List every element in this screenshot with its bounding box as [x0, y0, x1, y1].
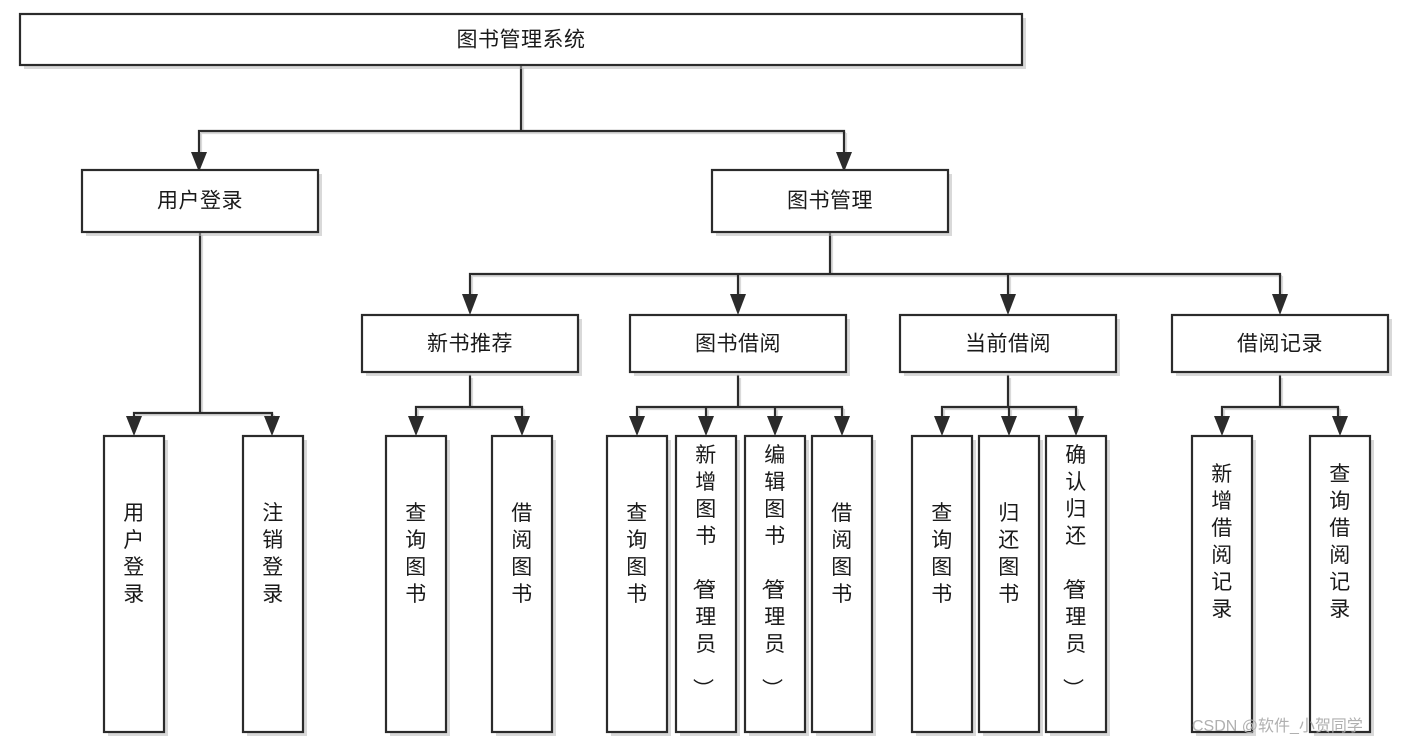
node-book-borrow[interactable]: 图书借阅 [628, 313, 850, 376]
node-leaf-query-book-1-label: 查询图书 [405, 502, 427, 606]
node-borrow-record-label: 借阅记录 [1237, 333, 1323, 356]
node-leaf-query-book-2-label: 查询图书 [626, 502, 648, 606]
node-current-borrow-label: 当前借阅 [965, 333, 1051, 356]
node-leaf-add-book[interactable]: 新增图书（管理员） [674, 434, 740, 736]
node-leaf-borrow-book-2-label: 借阅图书 [831, 502, 853, 606]
node-new-book-recommend-label: 新书推荐 [427, 333, 513, 356]
node-leaf-confirm-return-label: 确认归还（管理员） [1060, 444, 1087, 700]
connector-bookborrow-to-leaves [629, 374, 850, 436]
node-leaf-return-book-label: 归还图书 [998, 502, 1020, 606]
node-leaf-query-book-3[interactable]: 查询图书 [910, 434, 976, 736]
node-borrow-record[interactable]: 借阅记录 [1170, 313, 1392, 376]
node-root-label: 图书管理系统 [457, 29, 586, 52]
node-leaf-borrow-book-1[interactable]: 借阅图书 [490, 434, 556, 736]
node-leaf-return-book[interactable]: 归还图书 [977, 434, 1043, 736]
node-leaf-user-logout-label: 注销登录 [262, 502, 284, 606]
node-leaf-user-login-label: 用户登录 [123, 502, 145, 606]
node-leaf-query-record-label: 查询借阅记录 [1329, 463, 1351, 621]
node-leaf-borrow-book-1-label: 借阅图书 [511, 502, 533, 606]
node-leaf-edit-book-label: 编辑图书（管理员） [759, 444, 786, 700]
csdn-watermark: CSDN @软件_小贺同学 [1192, 717, 1363, 735]
node-leaf-query-record[interactable]: 查询借阅记录 [1308, 434, 1374, 736]
node-leaf-query-book-2[interactable]: 查询图书 [605, 434, 671, 736]
connector-root-to-level2 [191, 64, 852, 172]
connector-newbook-to-leaves [408, 374, 530, 436]
node-book-borrow-label: 图书借阅 [695, 333, 781, 356]
node-user-login[interactable]: 用户登录 [80, 168, 322, 236]
node-leaf-edit-book[interactable]: 编辑图书（管理员） [743, 434, 809, 736]
node-book-management[interactable]: 图书管理 [710, 168, 952, 236]
node-current-borrow[interactable]: 当前借阅 [898, 313, 1120, 376]
node-user-login-label: 用户登录 [157, 190, 243, 213]
node-leaf-user-login[interactable]: 用户登录 [102, 434, 168, 736]
node-leaf-borrow-book-2[interactable]: 借阅图书 [810, 434, 876, 736]
node-new-book-recommend[interactable]: 新书推荐 [360, 313, 582, 376]
node-leaf-add-record[interactable]: 新增借阅记录 [1190, 434, 1256, 736]
connector-borrowrecord-to-leaves [1214, 374, 1348, 436]
node-book-management-label: 图书管理 [787, 190, 873, 213]
connectors [126, 64, 1348, 436]
connector-currentborrow-to-leaves [934, 374, 1084, 436]
node-leaf-add-book-label: 新增图书（管理员） [690, 444, 717, 700]
node-leaf-add-record-label: 新增借阅记录 [1211, 463, 1233, 621]
node-root[interactable]: 图书管理系统 [18, 12, 1026, 69]
node-leaf-user-logout[interactable]: 注销登录 [241, 434, 307, 736]
node-leaf-confirm-return[interactable]: 确认归还（管理员） [1044, 434, 1110, 736]
node-leaf-query-book-1[interactable]: 查询图书 [384, 434, 450, 736]
node-leaf-query-book-3-label: 查询图书 [931, 502, 953, 606]
connector-bookmgmt-to-level3 [462, 231, 1288, 315]
connector-userlogin-to-leaves [126, 231, 280, 436]
